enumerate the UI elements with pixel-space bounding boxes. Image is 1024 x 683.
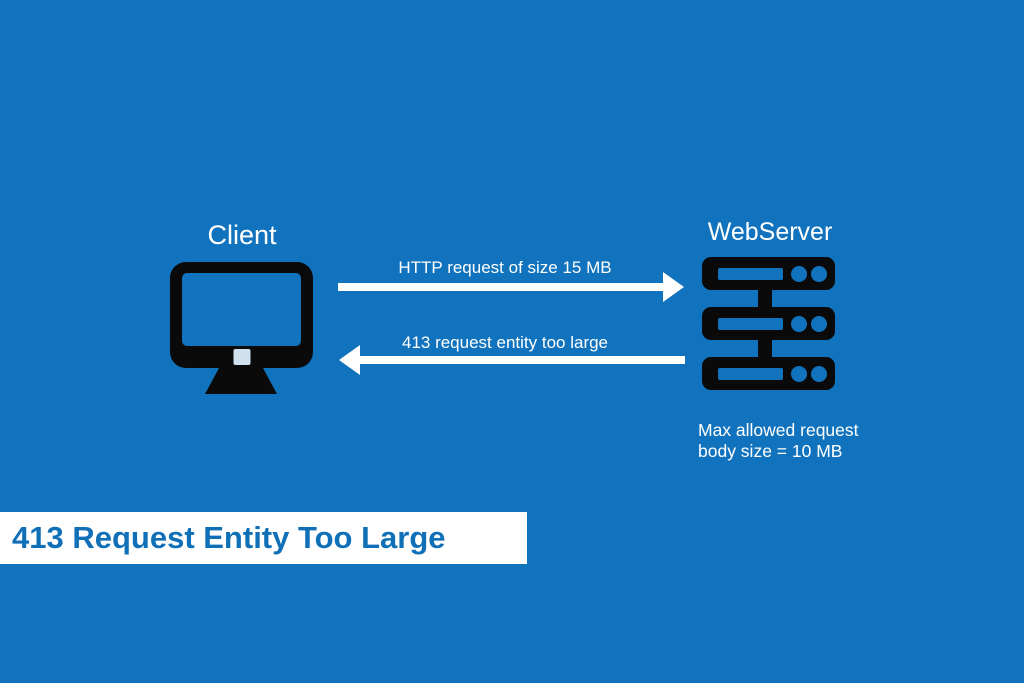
response-arrow-shaft [360, 356, 685, 364]
request-arrow-shaft [338, 283, 664, 291]
desktop-monitor-icon [170, 262, 313, 368]
request-arrow-label: HTTP request of size 15 MB [398, 258, 612, 277]
server-unit [702, 357, 835, 390]
server-led-dot [791, 266, 807, 282]
server-led-dot [811, 366, 827, 382]
server-unit [702, 257, 835, 290]
server-led-dot [791, 366, 807, 382]
server-caption: Max allowed request body size = 10 MB [698, 420, 878, 462]
server-led-dot [811, 266, 827, 282]
server-unit [702, 307, 835, 340]
server-caption-line1: Max allowed request [698, 420, 859, 440]
request-arrow-head-icon [663, 272, 684, 302]
server-led-dot [811, 316, 827, 332]
page-title: 413 Request Entity Too Large [12, 520, 446, 555]
monitor-screen [182, 273, 301, 346]
server-slot [718, 268, 783, 280]
server-caption-line2: body size = 10 MB [698, 441, 843, 461]
server-rack-icon [702, 257, 835, 390]
server-slot [718, 368, 783, 380]
response-arrow-label: 413 request entity too large [401, 333, 609, 352]
server-led-dot [791, 316, 807, 332]
client-label: Client [207, 220, 277, 250]
server-slot [718, 318, 783, 330]
response-arrow-head-icon [339, 345, 360, 375]
monitor-notch [233, 349, 250, 365]
title-banner: 413 Request Entity Too Large [0, 512, 527, 564]
monitor-stand [205, 368, 277, 394]
webserver-label: WebServer [707, 218, 833, 246]
